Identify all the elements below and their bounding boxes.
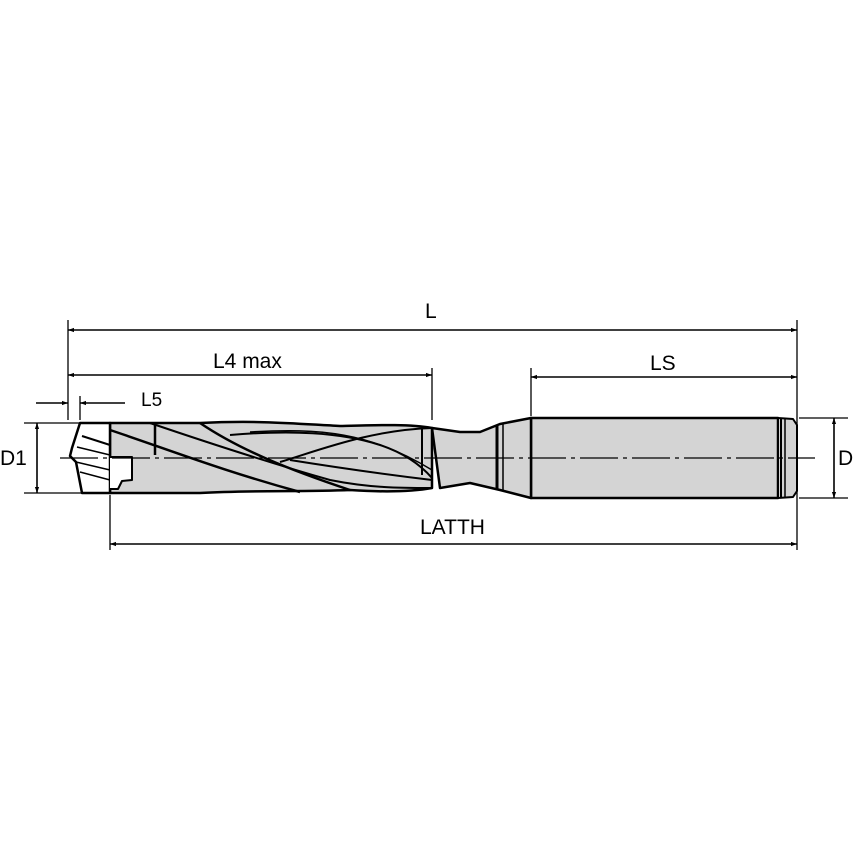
extension-lines <box>24 320 848 550</box>
label-L: L <box>425 300 437 323</box>
label-LATTH: LATTH <box>420 516 485 539</box>
dimension-lines <box>34 327 837 547</box>
label-L5: L5 <box>141 390 163 411</box>
label-D1: D1 <box>0 447 27 470</box>
label-LS: LS <box>650 352 676 375</box>
label-D: D <box>838 447 854 470</box>
label-L4-max: L4 max <box>213 350 282 373</box>
